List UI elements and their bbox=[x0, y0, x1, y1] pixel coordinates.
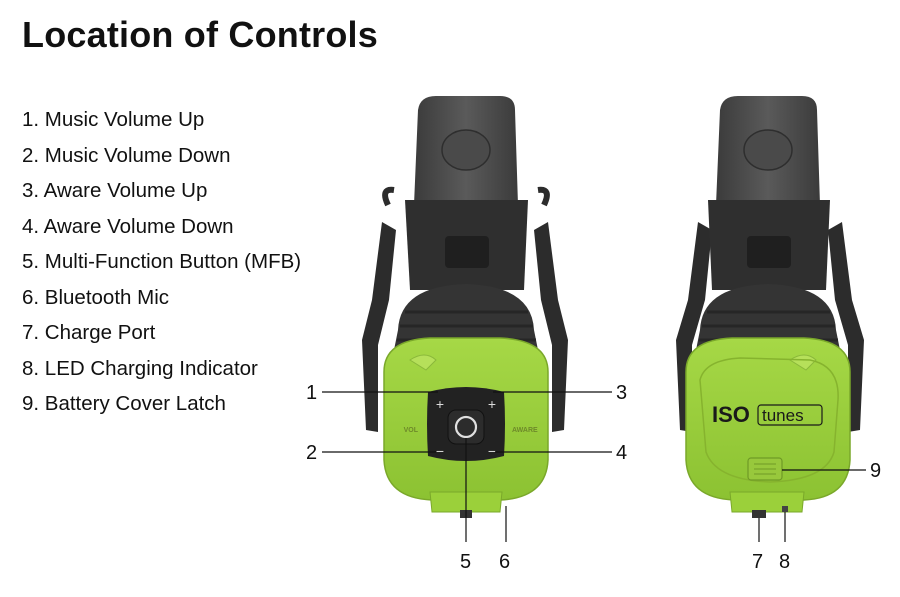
battery-cover bbox=[699, 357, 839, 483]
callout-7: 7 bbox=[752, 551, 763, 573]
controls-legend: 1. Music Volume Up 2. Music Volume Down … bbox=[22, 102, 301, 422]
legend-item: 7. Charge Port bbox=[22, 321, 156, 344]
green-shell bbox=[685, 337, 851, 501]
led-charging-indicator bbox=[782, 506, 788, 512]
right-rail bbox=[828, 222, 864, 432]
callout-6: 6 bbox=[499, 551, 510, 573]
callout-1: 1 bbox=[306, 382, 317, 404]
headband-pad bbox=[743, 129, 793, 171]
aware-volume-up-button[interactable]: + bbox=[488, 396, 496, 412]
callout-4: 4 bbox=[616, 442, 627, 464]
callout-5: 5 bbox=[460, 551, 471, 573]
earmuff-back-view: ISO tunes bbox=[676, 96, 864, 518]
vol-label: VOL bbox=[404, 427, 419, 434]
legend-item: 6. Bluetooth Mic bbox=[22, 285, 169, 309]
legend-item: 4. Aware Volume Down bbox=[22, 214, 234, 238]
callout-3: 3 bbox=[616, 382, 627, 404]
headband-pad bbox=[441, 129, 491, 171]
callout-lines-back bbox=[758, 469, 866, 542]
legend-item: 8. LED Charging Indicator bbox=[22, 356, 258, 380]
callout-9: 9 bbox=[870, 460, 881, 482]
left-rail bbox=[362, 222, 396, 432]
slider-notch bbox=[747, 236, 791, 268]
right-rail bbox=[534, 222, 568, 432]
callout-lines-front bbox=[322, 391, 612, 542]
legend-item: 9. Battery Cover Latch bbox=[22, 392, 226, 415]
aware-volume-down-button[interactable]: − bbox=[488, 443, 496, 459]
music-volume-up-button[interactable]: + bbox=[436, 396, 444, 412]
earmuff-front-view: + + − − VOL AWARE bbox=[362, 96, 568, 518]
callout-8: 8 bbox=[779, 551, 790, 573]
music-volume-down-button[interactable]: − bbox=[436, 443, 444, 459]
page-title: Location of Controls bbox=[22, 14, 378, 55]
brand-logo-tunes: tunes bbox=[762, 406, 804, 425]
multi-function-button[interactable] bbox=[454, 415, 478, 439]
legend-item: 2. Music Volume Down bbox=[22, 143, 231, 167]
callout-2: 2 bbox=[306, 442, 317, 464]
brand-logo-iso: ISO bbox=[712, 402, 750, 427]
left-rail bbox=[676, 222, 712, 432]
slider-notch bbox=[445, 236, 489, 268]
legend-item: 1. Music Volume Up bbox=[22, 108, 205, 131]
charge-port[interactable] bbox=[752, 510, 766, 518]
aware-label: AWARE bbox=[512, 427, 538, 434]
legend-item: 3. Aware Volume Up bbox=[22, 179, 208, 202]
cup-foot bbox=[729, 491, 805, 513]
legend-item: 5. Multi-Function Button (MFB) bbox=[22, 250, 302, 273]
